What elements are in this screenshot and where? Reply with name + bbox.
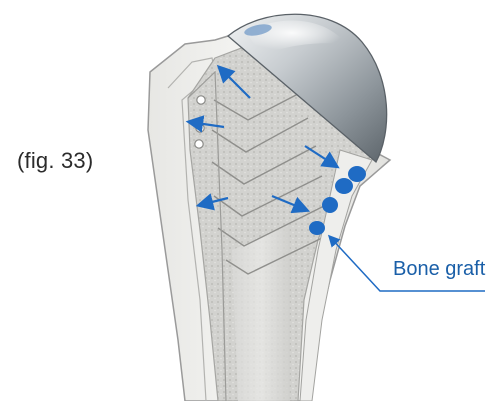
- bone-graft-oval: [348, 166, 366, 182]
- bone-graft-oval: [322, 197, 338, 213]
- bone-graft-oval: [335, 178, 353, 194]
- bone-graft-callout-label: Bone graft: [393, 258, 485, 281]
- figure-number-label: (fig. 33): [17, 148, 93, 174]
- implant-stem-core: [232, 225, 290, 401]
- bone-graft-oval: [309, 221, 325, 235]
